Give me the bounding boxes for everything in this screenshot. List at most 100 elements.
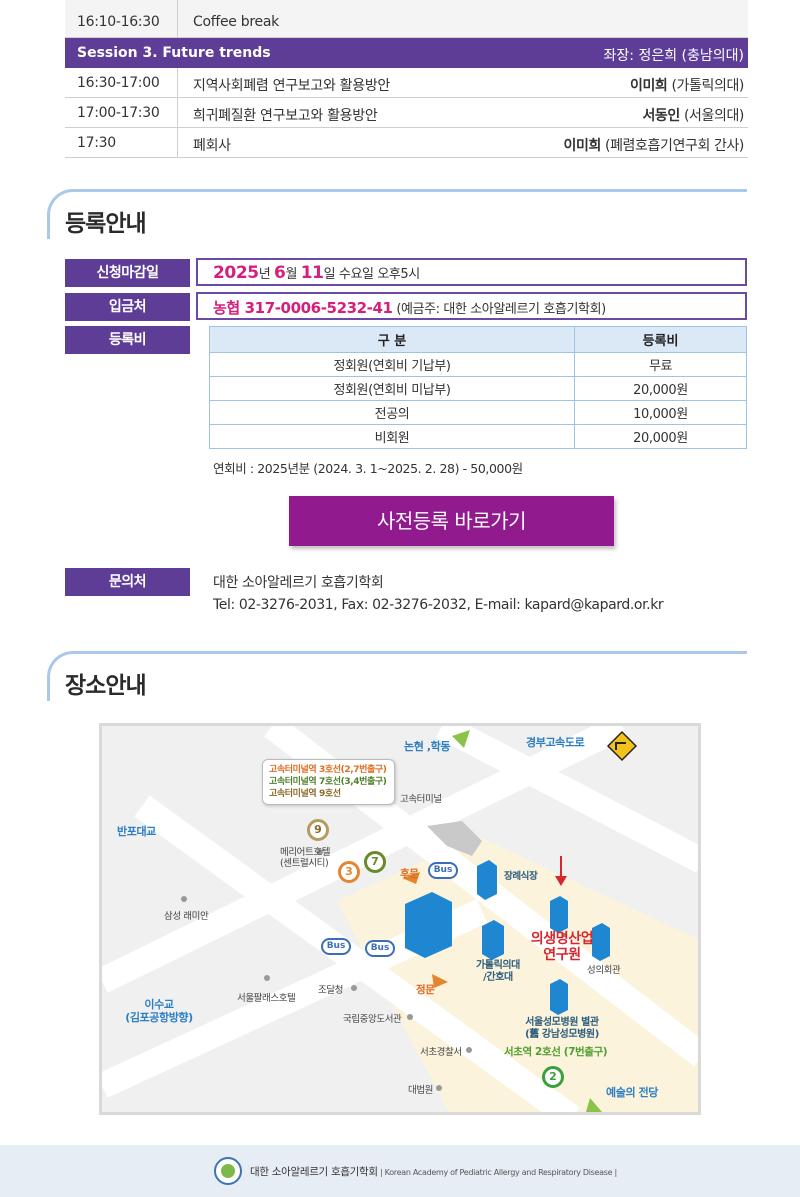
account-label: 입금처 xyxy=(65,293,190,321)
footer: 대한 소아알레르기 호흡기학회 | Korean Academy of Pedi… xyxy=(0,1145,800,1197)
speaker-affiliation: (폐렴호흡기연구회 간사) xyxy=(600,138,744,154)
location-dot xyxy=(407,1014,413,1020)
maingate-arrow xyxy=(432,974,448,988)
session-header: Session 3. Future trends 좌장: 정은희 (충남의대) xyxy=(65,38,748,68)
location-dot xyxy=(436,1085,442,1091)
account-value: 농협 317-0006-5232-41 (예금주: 대한 소아알레르기 호흡기학… xyxy=(213,297,606,318)
speaker-affiliation: (서울의대) xyxy=(679,108,744,124)
table-row: 정회원(연회비 미납부) 20,000원 xyxy=(208,376,747,401)
contact-label: 문의처 xyxy=(65,568,190,596)
session-title: Session 3. Future trends xyxy=(77,45,271,61)
registration-heading: 등록안내 xyxy=(65,211,147,237)
place-cafeteria: 장례식장 xyxy=(504,871,538,882)
road xyxy=(436,726,698,873)
column-divider xyxy=(177,0,178,37)
place-court: 대법원 xyxy=(408,1085,434,1096)
fee-amount: 무료 xyxy=(574,352,747,377)
subway-line7-icon: 7 xyxy=(364,851,386,873)
place-isugyo: 이수교 (김포공항방향) xyxy=(125,998,193,1024)
place-seocho-station: 서초역 2호선 (7번출구) xyxy=(504,1046,608,1058)
deadline-year: 2025 xyxy=(213,263,259,283)
account-value-box: 농협 317-0006-5232-41 (예금주: 대한 소아알레르기 호흡기학… xyxy=(196,292,747,320)
subway-line9-icon: 9 xyxy=(307,819,329,841)
building-cluster xyxy=(405,860,610,1015)
fee-category: 정회원(연회비 미납부) xyxy=(208,376,576,401)
schedule-row: 16:30-17:00 지역사회폐렴 연구보고와 활용방안 이미희 (가톨릭의대… xyxy=(65,68,748,98)
row-title: 희귀폐질환 연구보고와 활용방안 xyxy=(193,108,378,124)
row-title: Coffee break xyxy=(193,14,279,30)
location-dot xyxy=(317,849,323,855)
footer-org-en: | Korean Academy of Pediatric Allergy an… xyxy=(377,1168,617,1177)
row-title: 폐회사 xyxy=(193,138,231,154)
subway-line3-icon: 3 xyxy=(338,861,360,883)
fee-table-header: 구 분 등록비 xyxy=(208,326,747,353)
overpass xyxy=(427,821,482,856)
fee-amount: 20,000원 xyxy=(574,376,747,401)
place-marriott: 메리어트호텔 (센트럴시티) xyxy=(280,847,331,869)
bank-account: 농협 317-0006-5232-41 xyxy=(213,299,393,317)
place-banpo: 반포대교 xyxy=(117,825,156,838)
expressway-sign-icon xyxy=(606,730,638,762)
logo-inner xyxy=(221,1164,235,1178)
place-samsung: 삼성 래미안 xyxy=(164,911,209,922)
road xyxy=(134,795,580,1112)
fee-table: 구 분 등록비 정회원(연회비 기납부) 무료 정회원(연회비 미납부) 20,… xyxy=(208,326,747,449)
callout-line7: 고속터미널역 7호선(3,4번출구) xyxy=(269,777,387,787)
speaker-name: 이미희 xyxy=(629,78,668,94)
contact-info: 대한 소아알레르기 호흡기학회 Tel: 02-3276-2031, Fax: … xyxy=(213,572,664,616)
subway-line2-icon: 2 xyxy=(542,1066,564,1088)
fee-category: 정회원(연회비 기납부) xyxy=(208,352,576,377)
table-row: 전공의 10,000원 xyxy=(208,400,747,425)
place-seongui: 성의회관 xyxy=(587,965,621,976)
row-speaker: 서동인 (서울의대) xyxy=(642,105,744,125)
place-maingate: 정문 xyxy=(416,984,435,996)
target-marker-head xyxy=(555,876,567,886)
location-dot xyxy=(466,1047,472,1053)
section-arc-decoration xyxy=(47,651,747,701)
bus-stop-icon: Bus xyxy=(365,940,395,957)
registration-section-header: 등록안내 xyxy=(47,189,747,239)
contact-org: 대한 소아알레르기 호흡기학회 xyxy=(213,575,384,591)
table-row: 비회원 20,000원 xyxy=(208,424,747,449)
fee-amount: 20,000원 xyxy=(574,424,747,449)
schedule-row: 17:30 폐회사 이미희 (폐렴호흡기연구회 간사) xyxy=(65,128,748,158)
column-divider xyxy=(177,98,178,127)
deadline-month: 6 xyxy=(274,263,286,283)
map-roads xyxy=(102,726,698,1112)
location-dot xyxy=(351,985,357,991)
speaker-name: 서동인 xyxy=(642,108,680,124)
fee-category: 전공의 xyxy=(208,400,576,425)
fee-amount: 10,000원 xyxy=(574,400,747,425)
row-time: 17:00-17:30 xyxy=(77,105,160,121)
target-name: 의생명산업 연구원 xyxy=(522,931,602,963)
row-time: 17:30 xyxy=(77,135,116,151)
direction-arrow xyxy=(452,730,470,748)
pre-register-button[interactable]: 사전등록 바로가기 xyxy=(289,496,614,546)
place-police: 서초경찰서 xyxy=(420,1047,462,1058)
society-logo-icon xyxy=(214,1157,242,1185)
deadline-label: 신청마감일 xyxy=(65,259,190,287)
callout-line9: 고속터미널역 9호선 xyxy=(269,789,341,799)
bus-stop-icon: Bus xyxy=(428,862,458,879)
place-catholic: 가톨릭의대 /간호대 xyxy=(475,960,520,983)
annual-fee-note: 연회비 : 2025년분 (2024. 3. 1~2025. 2. 28) - … xyxy=(213,461,523,476)
column-divider xyxy=(177,68,178,97)
deadline-value: 2025년 6월 11일 수요일 오후5시 xyxy=(213,263,420,283)
schedule-table: 16:10-16:30 Coffee break Session 3. Futu… xyxy=(65,0,748,158)
place-terminal: 고속터미널 xyxy=(400,794,442,805)
backgate-arrow xyxy=(402,872,420,884)
column-divider xyxy=(177,128,178,157)
deadline-value-box: 2025년 6월 11일 수요일 오후5시 xyxy=(196,258,747,286)
table-row: 정회원(연회비 기납부) 무료 xyxy=(208,352,747,377)
target-line2: 연구원 xyxy=(543,947,581,963)
expressway-arrow-path xyxy=(615,742,626,750)
target-line1: 의생명산업 xyxy=(530,931,594,947)
row-speaker: 이미희 (폐렴호흡기연구회 간사) xyxy=(564,135,745,155)
speaker-affiliation: (가톨릭의대) xyxy=(667,78,744,94)
place-jodal: 조달청 xyxy=(318,985,344,996)
fee-col-category: 구 분 xyxy=(208,326,576,353)
schedule-row: 17:00-17:30 희귀폐질환 연구보고와 활용방안 서동인 (서울의대) xyxy=(65,98,748,128)
deadline-rest: 일 수요일 오후5시 xyxy=(323,267,421,282)
place-arts: 예술의 전당 xyxy=(606,1086,659,1099)
building xyxy=(550,979,568,1015)
